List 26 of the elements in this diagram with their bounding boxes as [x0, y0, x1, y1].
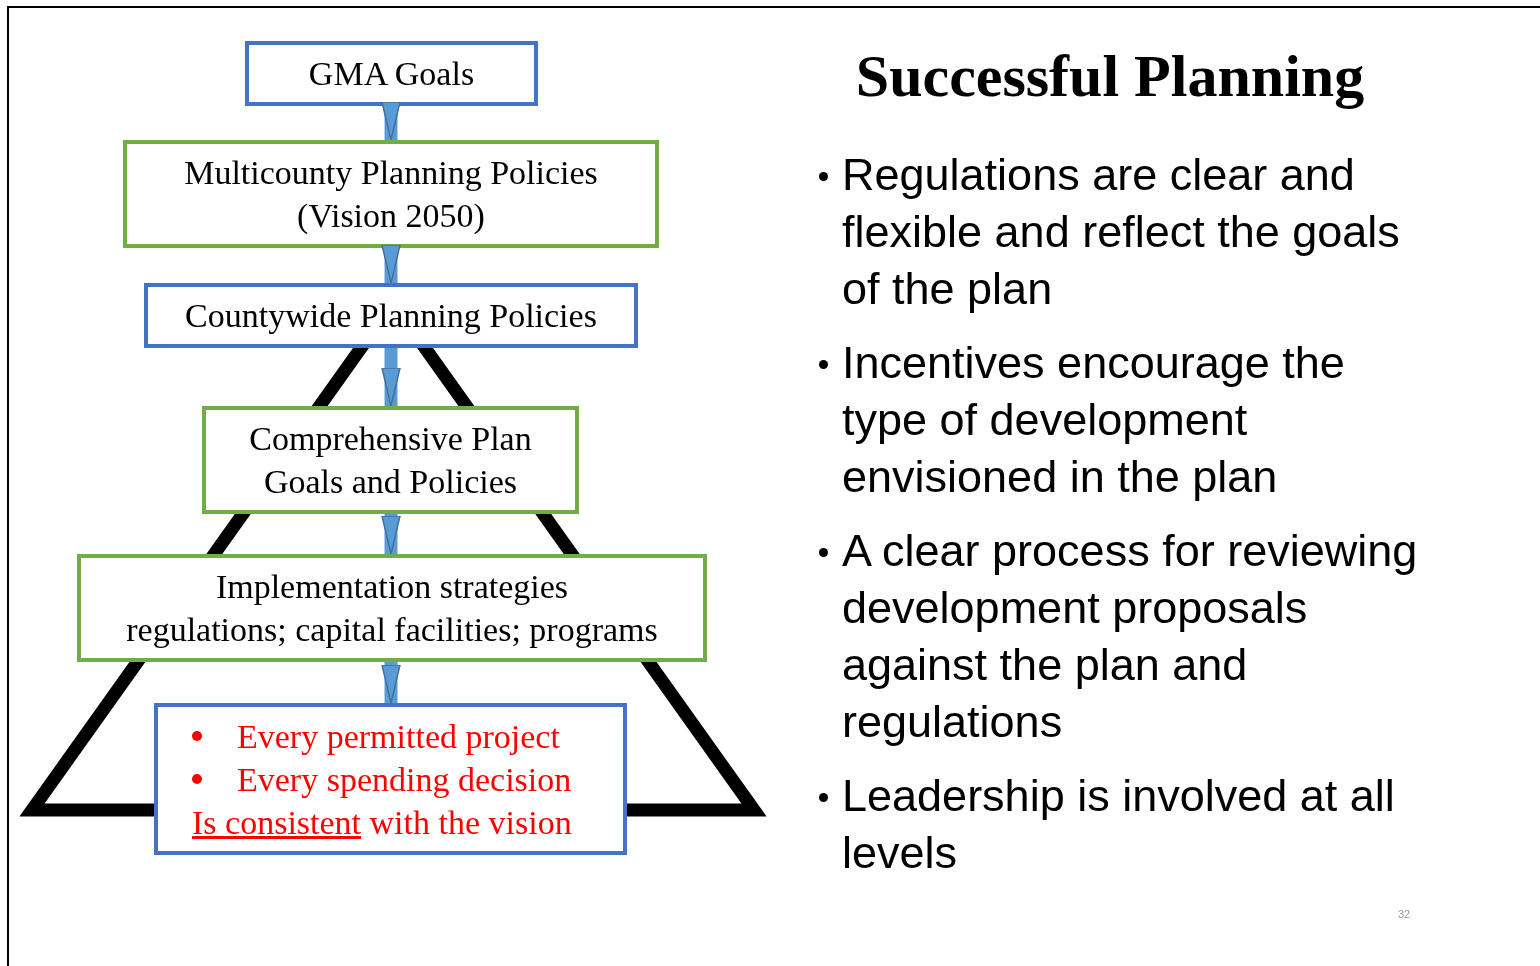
process-box	[77, 554, 707, 662]
box-heading: Implementation strategies	[215, 567, 569, 607]
process-box	[245, 41, 538, 106]
box-text: Countywide Planning Policies	[185, 296, 597, 336]
block-arrow	[381, 101, 401, 141]
process-box	[154, 703, 627, 855]
bullet-point: A clear process for reviewing development proposals against the plan and regulations	[842, 524, 1419, 749]
process-box	[144, 283, 638, 348]
box-text: regulations; capital facilities; programs	[126, 610, 658, 650]
block-arrow	[381, 662, 401, 704]
block-arrow	[381, 514, 401, 555]
bullet-point: Regulations are clear and flexible and reflect the goals of the plan	[842, 148, 1401, 316]
box-text: Comprehensive Plan Goals and Policies	[248, 419, 533, 502]
page-number: 32	[1398, 908, 1411, 920]
process-box	[202, 406, 579, 514]
box-text: GMA Goals	[308, 54, 475, 94]
title: Successful Planning	[854, 42, 1366, 111]
box-text: Multicounty Planning Policies (Vision 2050)	[183, 153, 599, 236]
bullet-point: Incentives encourage the type of development envisioned in the plan	[842, 336, 1346, 504]
bullet-item: Every permitted project	[237, 716, 560, 757]
process-box	[123, 140, 659, 248]
bullet-point: Leadership is involved at all levels	[842, 769, 1396, 880]
conclusion-text: Is consistent with the vision	[192, 802, 572, 843]
bullet-item: Every spending decision	[237, 759, 572, 800]
block-arrow	[381, 244, 401, 284]
block-arrow	[381, 348, 401, 407]
